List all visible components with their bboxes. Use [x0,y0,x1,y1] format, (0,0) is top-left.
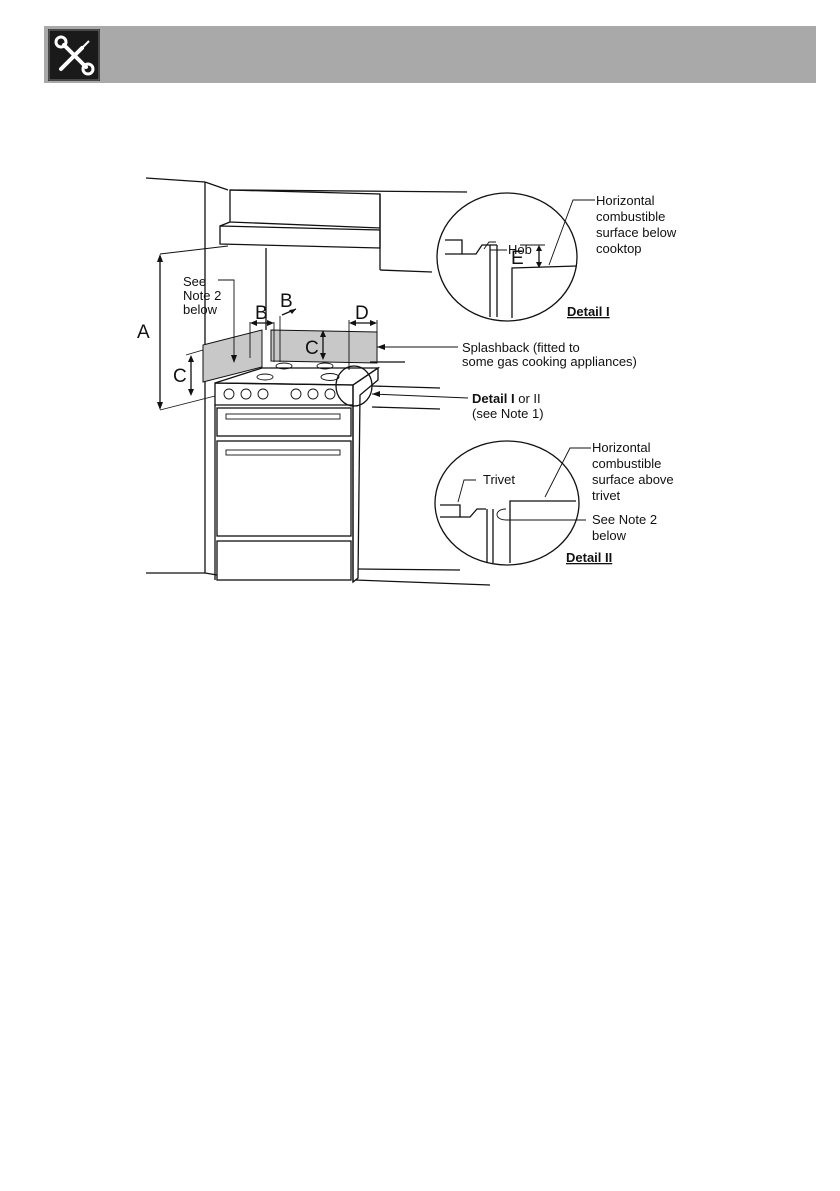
svg-text:below: below [183,302,218,317]
detail-1: E Hob Horizontal combustible surface bel… [437,193,677,321]
svg-text:combustible: combustible [592,456,661,471]
label-c-rear: C [305,338,319,359]
svg-text:below: below [592,528,627,543]
splashback-label-line1: Splashback (fitted to [462,340,580,355]
detail-callout: Detail I or II (see Note 1) [372,391,544,421]
svg-text:surface above: surface above [592,472,674,487]
svg-text:combustible: combustible [596,209,665,224]
detail-or-line2: (see Note 1) [472,406,544,421]
d1-hob-label: Hob [508,242,532,257]
detail-or-rest: or II [515,391,541,406]
detail-2: Trivet Horizontal combustible surface ab… [435,440,674,565]
svg-text:Horizontal: Horizontal [596,193,655,208]
svg-text:Horizontal: Horizontal [592,440,651,455]
detail-or-bold: Detail I [472,391,515,406]
svg-text:cooktop: cooktop [596,241,642,256]
label-b-1: B [255,303,268,324]
label-a: A [137,322,150,343]
label-d: D [355,303,369,324]
svg-text:Note 2: Note 2 [183,288,221,303]
cooker [215,362,490,585]
detail-1-title: Detail I [567,304,610,319]
svg-text:See Note 2: See Note 2 [592,512,657,527]
dimension-c-left: C [173,350,203,396]
label-b-2: B [280,291,293,312]
splashback-label-line2: some gas cooking appliances) [462,354,637,369]
label-c-left: C [173,366,187,387]
d2-trivet-label: Trivet [483,472,515,487]
detail-2-title: Detail II [566,550,612,565]
svg-text:surface below: surface below [596,225,677,240]
svg-text:trivet: trivet [592,488,621,503]
svg-text:See: See [183,274,206,289]
splashback-callout: Splashback (fitted to some gas cooking a… [377,340,637,369]
svg-text:Detail I or II: Detail I or II [472,391,541,406]
